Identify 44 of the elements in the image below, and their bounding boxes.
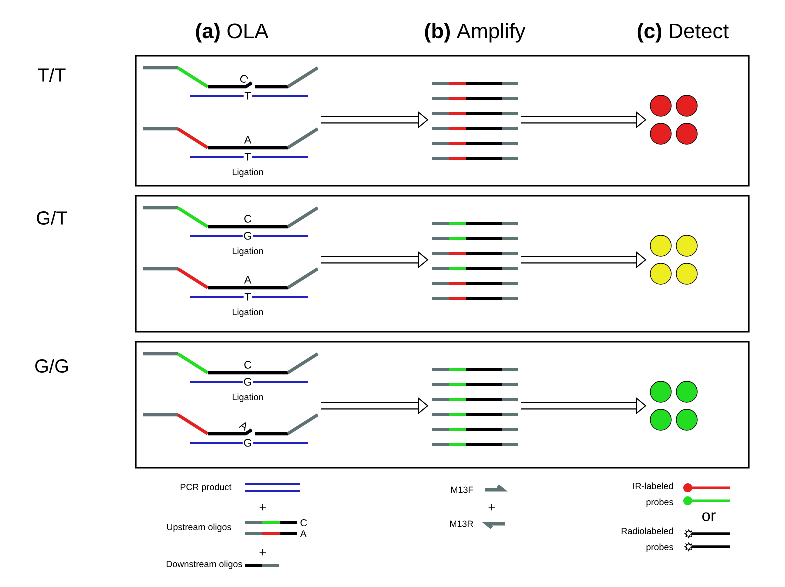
row-box <box>135 195 750 333</box>
legend-text: Downstream oligos <box>166 560 242 570</box>
base-letter: C <box>240 75 248 84</box>
ligation-label: Ligation <box>232 394 264 402</box>
plus-sign: + <box>260 549 266 556</box>
base-letter: A <box>244 276 252 284</box>
base-letter: A <box>238 422 246 432</box>
base-letter: C <box>244 215 252 223</box>
row-label: G/T <box>37 211 68 225</box>
column-heading: (b) Amplify <box>425 23 526 43</box>
plus-sign: + <box>488 504 496 511</box>
row-box <box>135 341 750 469</box>
column-heading: (a) OLA <box>196 23 269 43</box>
amplicon-drawing <box>432 368 518 446</box>
base-letter: C <box>300 519 308 527</box>
amplicon-drawing <box>432 82 518 160</box>
base-letter: A <box>244 136 252 144</box>
amplicon-drawing <box>432 222 518 300</box>
legend-text: M13R <box>450 520 474 528</box>
base-letter: G <box>242 438 254 448</box>
base-letter: G <box>242 231 254 241</box>
ligation-label: Ligation <box>232 248 264 256</box>
base-letter: C <box>244 361 252 369</box>
legend-text: M13F <box>451 486 474 494</box>
legend-text: IR-labeled probes <box>634 482 674 508</box>
spot-drawing <box>650 381 698 431</box>
legend-text: PCR product <box>180 484 232 492</box>
base-letter: G <box>242 377 254 387</box>
spot-drawing <box>650 235 698 285</box>
ligation-label: Ligation <box>232 168 264 178</box>
or-text: or <box>702 512 716 522</box>
base-letter: T <box>244 292 252 302</box>
row-label: G/G <box>36 359 68 373</box>
legend-text: Upstream oligos <box>167 524 232 532</box>
plus-sign: + <box>260 504 266 511</box>
column-heading: (c) Detect <box>638 23 729 43</box>
legend-text: Radiolabeled probes <box>622 528 674 552</box>
row-label: T/T <box>38 68 66 82</box>
base-letter: T <box>244 91 252 101</box>
row-box <box>135 55 750 187</box>
base-letter: T <box>244 152 252 162</box>
base-letter: A <box>300 530 307 538</box>
ligation-label: Ligation <box>232 308 264 318</box>
spot-drawing <box>650 95 698 145</box>
